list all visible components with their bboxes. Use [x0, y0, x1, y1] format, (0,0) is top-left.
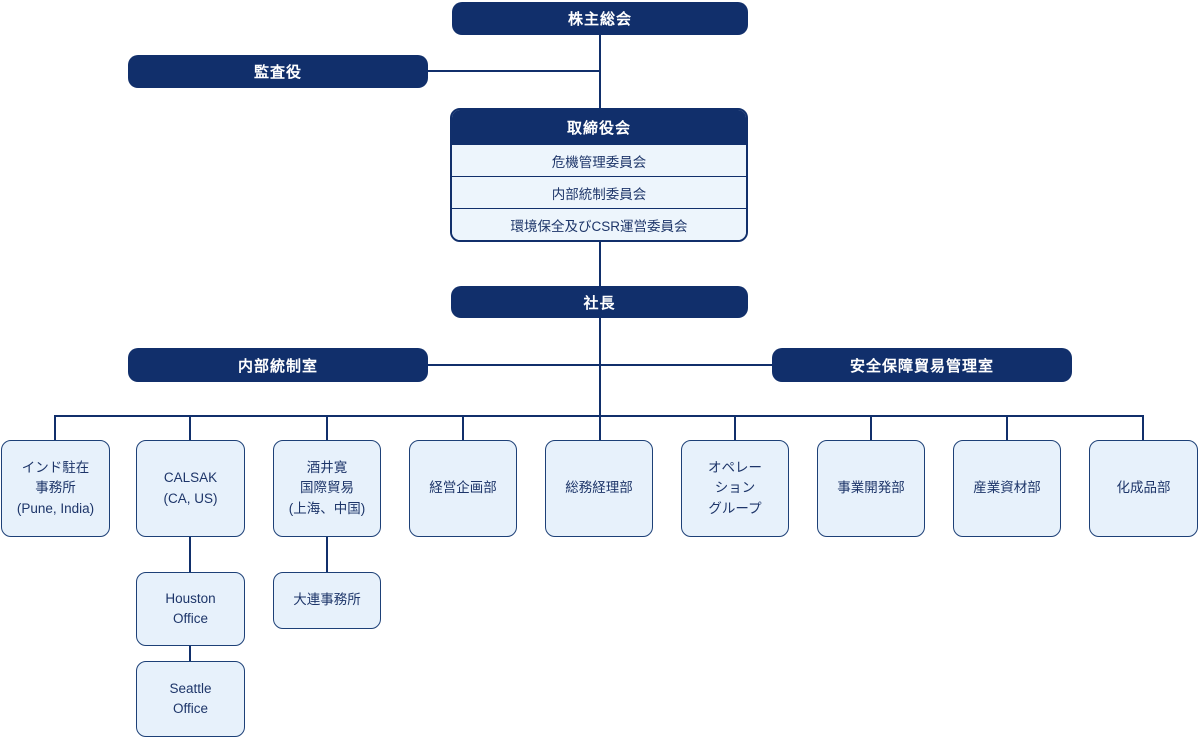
dept-box-sakai-trading: 酒井寛 国際貿易 (上海、中国): [273, 440, 381, 537]
office-box-dalian: 大連事務所: [273, 572, 381, 629]
connector-drop-industrial-materials: [1006, 415, 1008, 442]
auditor-box: 監査役: [128, 55, 428, 88]
connector-staff-offices: [428, 364, 772, 366]
connector-board-president: [599, 242, 601, 288]
committee-row-environment-csr: 環境保全及びCSR運営委員会: [452, 208, 746, 240]
office-box-seattle: Seattle Office: [136, 661, 245, 737]
connector-president-bus: [599, 318, 601, 441]
dept-box-chemical-products: 化成品部: [1089, 440, 1198, 537]
dept-box-calsak: CALSAK (CA, US): [136, 440, 245, 537]
connector-sakai-dalian: [326, 537, 328, 573]
dept-box-general-affairs-accounting: 総務経理部: [545, 440, 653, 537]
dept-box-india-office: インド駐在 事務所 (Pune, India): [1, 440, 110, 537]
dept-box-industrial-materials: 産業資材部: [953, 440, 1061, 537]
office-box-houston: Houston Office: [136, 572, 245, 646]
dept-box-management-planning: 経営企画部: [409, 440, 517, 537]
connector-department-bus: [54, 415, 1144, 417]
connector-houston-seattle: [189, 646, 191, 662]
connector-drop-sakai-trading: [326, 415, 328, 442]
president-box: 社長: [451, 286, 748, 318]
connector-drop-management-planning: [462, 415, 464, 442]
board-of-directors-box: 取締役会 危機管理委員会 内部統制委員会 環境保全及びCSR運営委員会: [450, 108, 748, 242]
connector-calsak-houston: [189, 537, 191, 573]
dept-box-operation-group: オペレー ション グループ: [681, 440, 789, 537]
connector-drop-operation-group: [734, 415, 736, 442]
shareholders-meeting-box: 株主総会: [452, 2, 748, 35]
internal-control-office-box: 内部統制室: [128, 348, 428, 382]
dept-box-business-development: 事業開発部: [817, 440, 925, 537]
board-of-directors-header: 取締役会: [452, 110, 746, 144]
committee-row-internal-control: 内部統制委員会: [452, 176, 746, 208]
security-trade-office-box: 安全保障貿易管理室: [772, 348, 1072, 382]
connector-drop-calsak: [189, 415, 191, 442]
connector-drop-india-office: [54, 415, 56, 442]
connector-drop-chemical-products: [1142, 415, 1144, 442]
connector-drop-business-development: [870, 415, 872, 442]
committee-row-crisis-management: 危機管理委員会: [452, 144, 746, 176]
connector-auditor: [428, 70, 601, 72]
